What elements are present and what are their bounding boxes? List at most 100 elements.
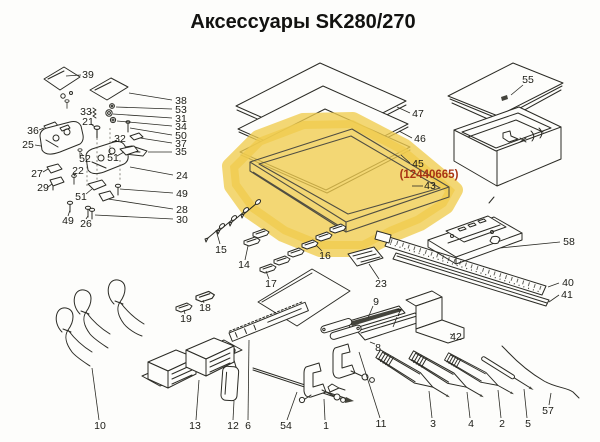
leader-line-33 xyxy=(89,111,93,114)
part-54-needle-rod xyxy=(252,367,354,403)
leader-line-14 xyxy=(244,245,249,261)
leader-line-28 xyxy=(107,198,174,210)
part-label-49: 49 xyxy=(176,188,188,200)
part-13-cassette-boxes xyxy=(141,337,243,389)
case-bottom xyxy=(453,106,562,187)
leader-line-52 xyxy=(80,152,84,157)
leader-line-2 xyxy=(497,389,502,419)
bottom-center-tools-group xyxy=(55,279,375,404)
carriage-assembly-group xyxy=(39,66,148,220)
part-label-55: 55 xyxy=(522,74,534,86)
part-label-27: 27 xyxy=(31,168,43,180)
part-label-36: 36 xyxy=(27,125,39,137)
leader-line-12 xyxy=(232,400,235,421)
part-label-21: 21 xyxy=(82,116,94,128)
page-title: Аксессуары SK280/270 xyxy=(190,11,415,33)
small-clips-group xyxy=(175,198,384,313)
part-label-32: 32 xyxy=(114,133,126,145)
part-label-15: 15 xyxy=(215,244,227,256)
leader-line-42 xyxy=(449,333,454,336)
part-label-51: 51 xyxy=(75,191,87,203)
part-label-46: 46 xyxy=(414,133,426,145)
part-label-16: 16 xyxy=(319,250,331,262)
part-58-carriage-unit xyxy=(427,215,523,265)
leader-line-3 xyxy=(428,390,433,419)
part-57-wire xyxy=(501,345,580,399)
leader-line-16 xyxy=(315,244,323,252)
part-label-43: 43 xyxy=(424,180,436,192)
leader-line-11 xyxy=(358,351,381,419)
part-11-clamp xyxy=(327,343,375,393)
part-8-tube-tool xyxy=(320,318,362,340)
part-label-42: 42 xyxy=(450,331,462,343)
part-label-7: 7 xyxy=(396,307,402,319)
leader-line-32 xyxy=(113,139,118,143)
leader-line-6 xyxy=(247,339,250,421)
leader-line-9 xyxy=(367,305,374,319)
leader-line-22 xyxy=(73,172,77,177)
part-label-50: 50 xyxy=(175,130,187,142)
leader-line-18 xyxy=(202,299,205,304)
highlight-region xyxy=(222,112,463,257)
leader-line-34 xyxy=(116,120,173,127)
part-label-38: 38 xyxy=(175,95,187,107)
part-28-bracket xyxy=(98,190,115,202)
leader-line-19 xyxy=(183,309,186,315)
part-1-clamp xyxy=(298,362,346,404)
leader-line-8 xyxy=(369,341,376,345)
part-label-37: 37 xyxy=(175,138,187,150)
leader-line-37 xyxy=(139,137,173,144)
part-51-lever-b xyxy=(87,179,107,191)
leader-line-15 xyxy=(215,229,221,245)
part-label-26: 26 xyxy=(80,218,92,230)
leader-line-51 xyxy=(116,151,125,157)
leader-line-50 xyxy=(129,127,173,136)
part-label-5: 5 xyxy=(525,418,531,430)
leader-line-45 xyxy=(400,154,411,164)
part-label-41: 41 xyxy=(561,289,573,301)
part-51-lever-a xyxy=(119,145,139,156)
part-27-lever xyxy=(46,163,63,174)
leader-line-26 xyxy=(85,215,89,220)
leader-line-29 xyxy=(47,183,53,188)
leader-line-21 xyxy=(90,123,96,128)
leader-line-36 xyxy=(38,127,45,131)
part-label-2: 2 xyxy=(499,418,505,430)
part-label-17: 17 xyxy=(265,278,277,290)
part-label-1: 1 xyxy=(323,420,329,432)
leader-line-40 xyxy=(547,282,560,288)
part-label-45: 45 xyxy=(412,158,424,170)
leader-line-53 xyxy=(115,106,173,110)
rulers-group xyxy=(374,230,550,344)
part-label-28: 28 xyxy=(176,204,188,216)
leader-line-39 xyxy=(65,74,82,77)
leader-line-54 xyxy=(286,391,298,421)
part-label-39: 39 xyxy=(82,69,94,81)
part-label-49: 49 xyxy=(62,215,74,227)
part-label-54: 54 xyxy=(280,420,292,432)
part-label-33: 33 xyxy=(80,106,92,118)
part-39-plate xyxy=(43,66,81,91)
leader-line-4 xyxy=(466,391,471,419)
leader-line-38 xyxy=(128,92,173,101)
leader-line-7 xyxy=(392,316,398,328)
part-label-19: 19 xyxy=(180,313,192,325)
part-5-transfer-tool xyxy=(481,356,534,391)
part-42-bracket xyxy=(405,290,465,344)
leader-line-46 xyxy=(398,130,413,139)
part-label-6: 6 xyxy=(245,420,251,432)
part-label-23: 23 xyxy=(375,278,387,290)
part-label-8: 8 xyxy=(375,342,381,354)
leader-line-24 xyxy=(129,166,174,176)
leader-line-25 xyxy=(34,144,42,147)
part-label-31: 31 xyxy=(175,113,187,125)
leader-line-57 xyxy=(548,392,552,406)
part-37-piece xyxy=(129,132,144,141)
leader-line-5 xyxy=(523,388,528,419)
pusher-tools-group xyxy=(374,345,580,404)
leader-line-17 xyxy=(265,270,270,280)
part-label-58: 58 xyxy=(563,236,575,248)
